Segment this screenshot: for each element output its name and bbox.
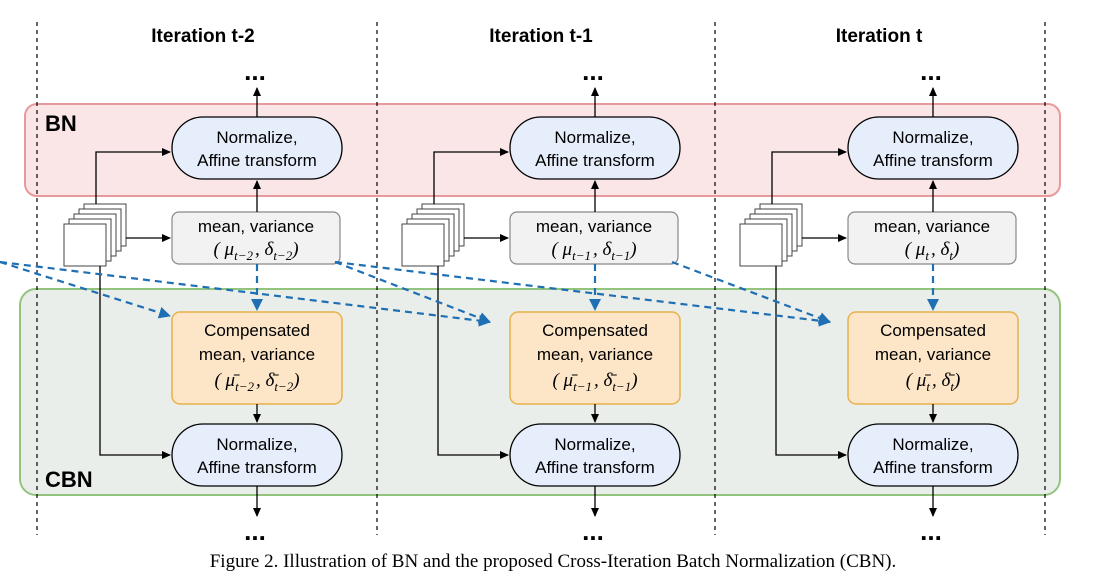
- bn-normalize-line1: Normalize,: [892, 128, 973, 147]
- flow-arrows: [433, 87, 599, 517]
- iteration-column-0: Iteration t-2...... Normalize, Affine tran…: [63, 26, 343, 546]
- stats-label: mean, variance: [874, 217, 990, 236]
- stats-math-1: ( μ̄t−1, δ̄t−1): [552, 370, 637, 394]
- continuation-dots-bottom: ...: [920, 516, 942, 546]
- column-separators: [36, 22, 1046, 535]
- feature-map-stack-icon: [739, 203, 803, 267]
- compensated-line2: mean, variance: [199, 345, 315, 364]
- continuation-dots-top: ...: [920, 56, 942, 86]
- continuation-dots-top: ...: [244, 56, 266, 86]
- cross-iteration-arrows: [0, 260, 831, 327]
- continuation-dots-bottom: ...: [244, 516, 266, 546]
- stats-math-2: ( μt, δt): [905, 239, 960, 263]
- stats-math-2: ( μ̄t, δ̄t): [906, 370, 961, 394]
- stats-math-1: ( μt−1, δt−1): [551, 239, 636, 263]
- bn-normalize-line2: Affine transform: [535, 151, 655, 170]
- continuation-dots-bottom: ...: [582, 516, 604, 546]
- feature-map-stack-icon: [401, 203, 465, 267]
- cbn-normalize-line2: Affine transform: [197, 458, 317, 477]
- iteration-column-2: Iteration t...... Normalize, Affine transf…: [739, 26, 1019, 546]
- compensated-line2: mean, variance: [875, 345, 991, 364]
- stats-label: mean, variance: [198, 217, 314, 236]
- bn-normalize-line1: Normalize,: [216, 128, 297, 147]
- stats-math-0: ( μt−2, δt−2): [213, 239, 298, 263]
- flow-arrows: [771, 87, 937, 517]
- compensated-line1: Compensated: [880, 321, 986, 340]
- stats-math-0: ( μ̄t−2, δ̄t−2): [214, 370, 299, 394]
- compensated-line1: Compensated: [204, 321, 310, 340]
- feature-map-stack-icon: [63, 203, 127, 267]
- iteration-header: Iteration t-1: [489, 26, 593, 47]
- figure-caption: Figure 2. Illustration of BN and the pro…: [210, 551, 897, 572]
- bn-normalize-line2: Affine transform: [197, 151, 317, 170]
- continuation-dots-top: ...: [582, 56, 604, 86]
- cbn-normalize-line1: Normalize,: [216, 435, 297, 454]
- compensated-line2: mean, variance: [537, 345, 653, 364]
- stats-label: mean, variance: [536, 217, 652, 236]
- bn-label: BN: [45, 111, 77, 136]
- cbn-normalize-line2: Affine transform: [873, 458, 993, 477]
- cbn-normalize-line2: Affine transform: [535, 458, 655, 477]
- iteration-column-1: Iteration t-1...... Normalize, Affine tran…: [401, 26, 681, 546]
- compensated-line1: Compensated: [542, 321, 648, 340]
- flow-arrows: [95, 87, 261, 517]
- cbn-normalize-line1: Normalize,: [892, 435, 973, 454]
- bn-normalize-line1: Normalize,: [554, 128, 635, 147]
- cbn-label: CBN: [45, 467, 93, 492]
- iteration-header: Iteration t: [836, 26, 923, 47]
- bn-normalize-line2: Affine transform: [873, 151, 993, 170]
- cbn-normalize-line1: Normalize,: [554, 435, 635, 454]
- iteration-header: Iteration t-2: [151, 26, 254, 47]
